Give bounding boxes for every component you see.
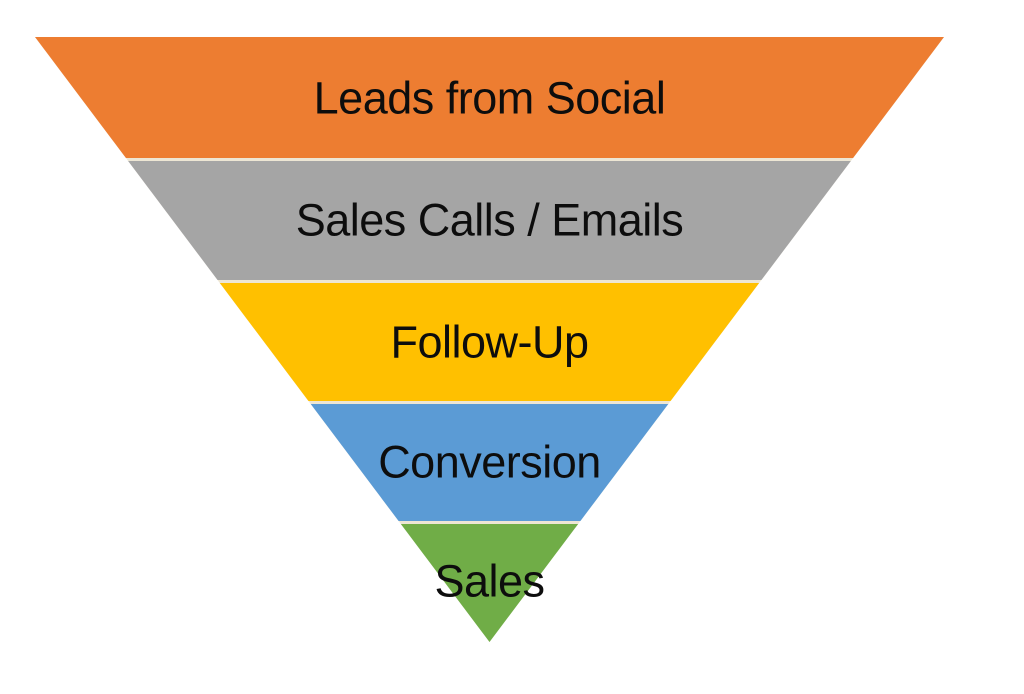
funnel-segment-leads-from-social [35,37,944,158]
funnel-segment-sales [35,524,944,642]
funnel-segment-conversion [35,404,944,521]
funnel-segment-follow-up [35,283,944,401]
funnel-segment-sales-calls-emails [35,161,944,280]
